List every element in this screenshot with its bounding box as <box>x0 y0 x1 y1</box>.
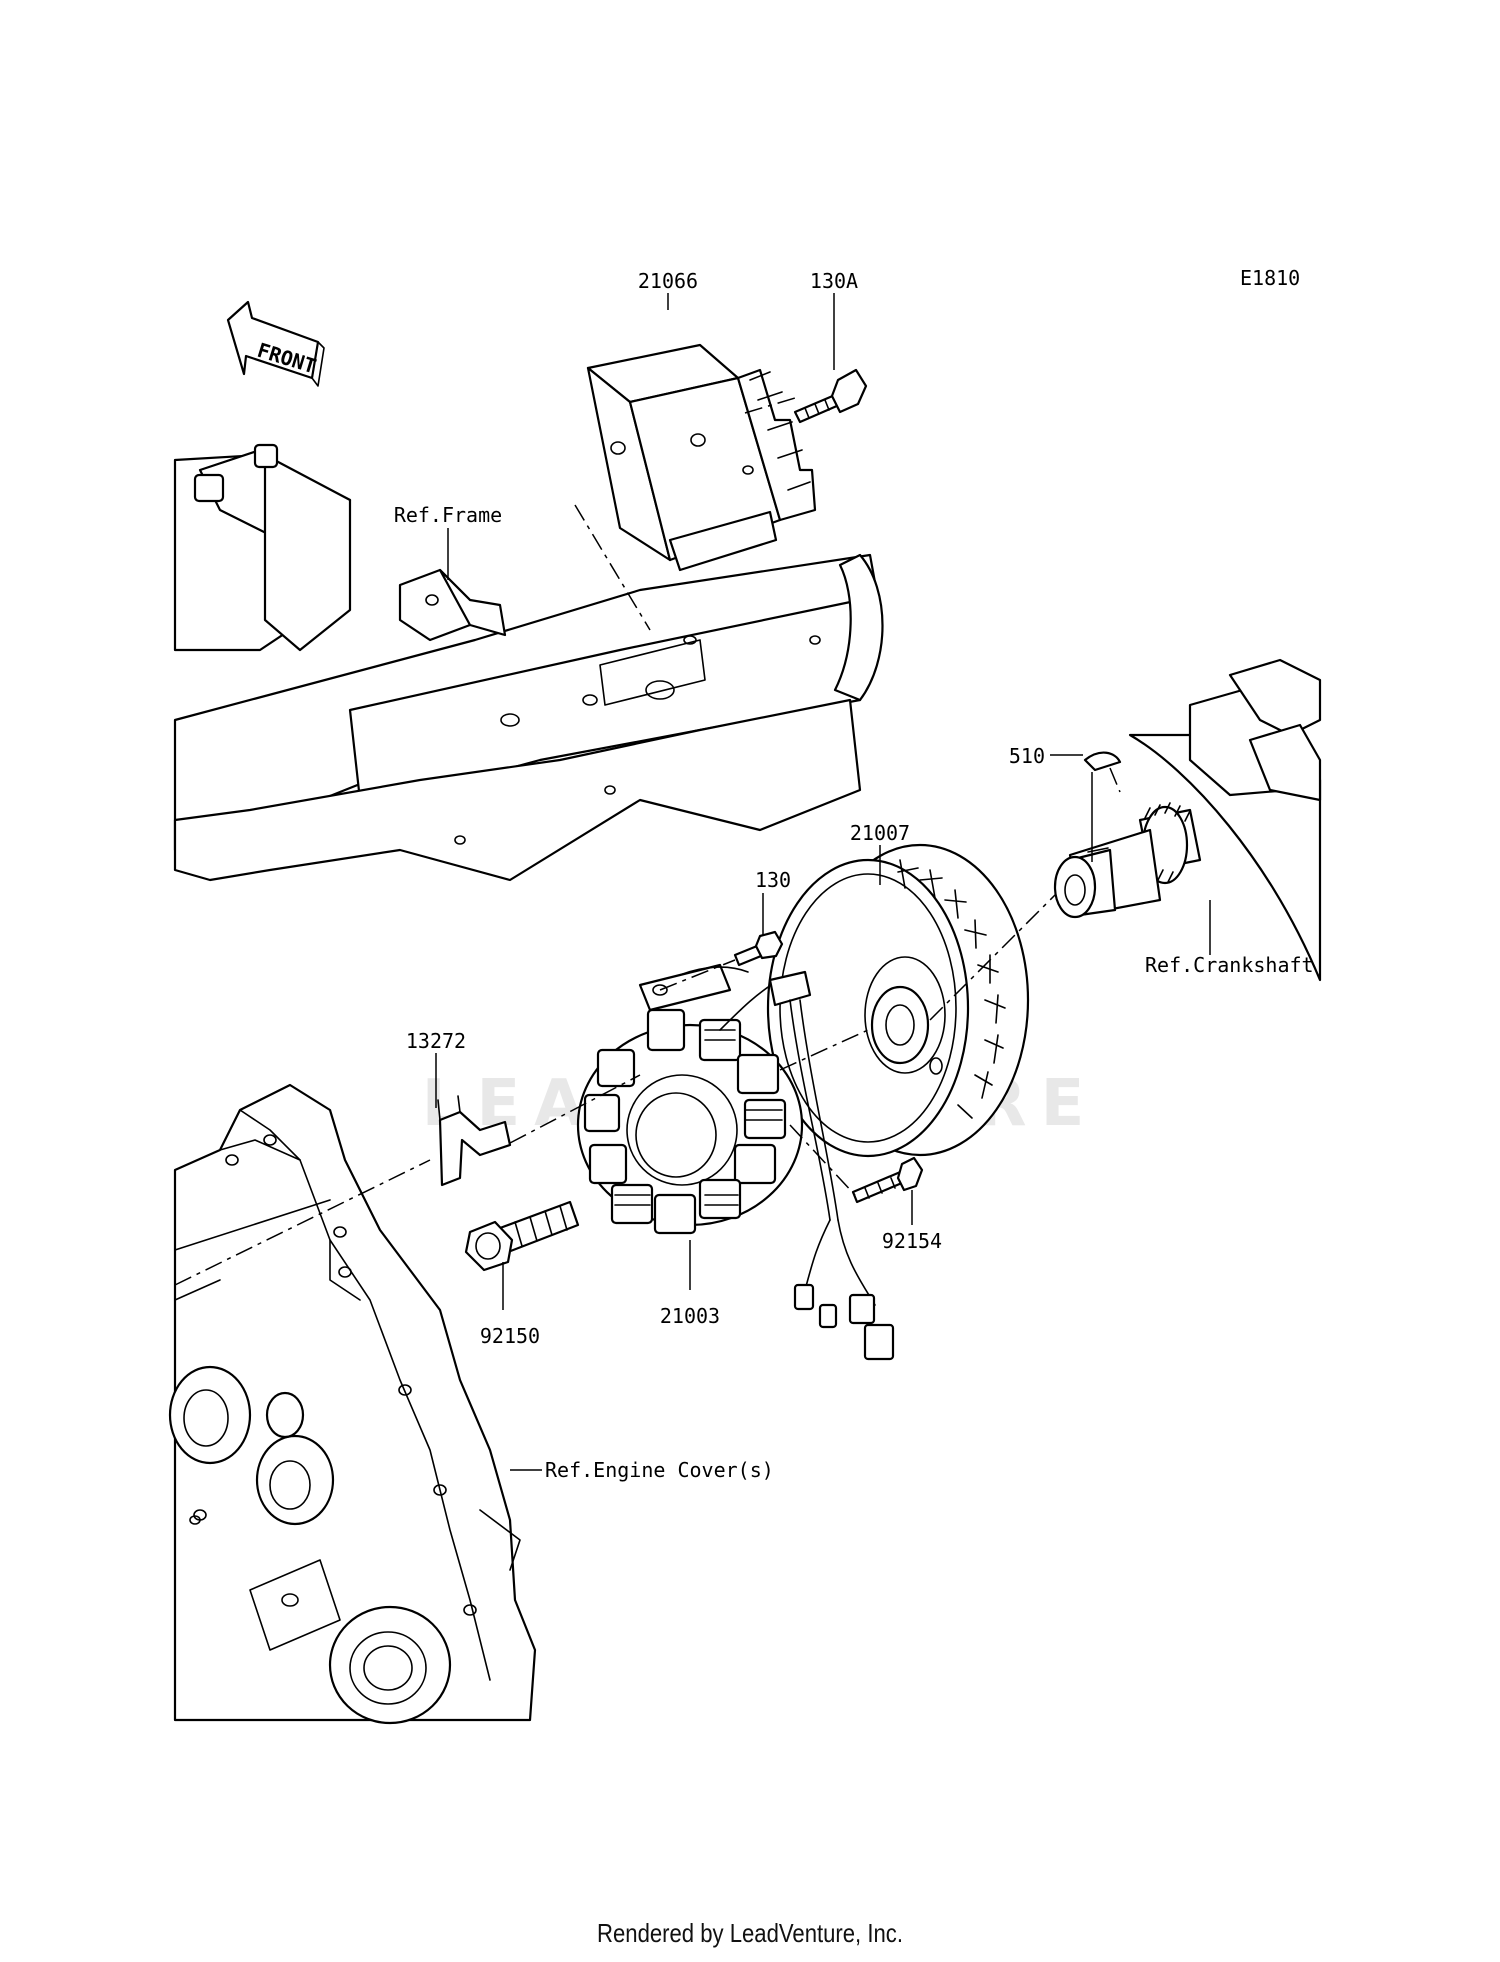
footer-credit: Rendered by LeadVenture, Inc. <box>597 1918 903 1948</box>
bolt-92150-drawing <box>464 1200 580 1272</box>
label-130: 130 <box>755 868 791 892</box>
assembly-line-rotor <box>779 894 1056 1071</box>
label-130a: 130A <box>810 269 858 293</box>
label-92150: 92150 <box>480 1324 540 1348</box>
assembly-line-key <box>1109 767 1121 793</box>
label-510: 510 <box>1009 744 1045 768</box>
woodruff-key-510-drawing <box>1083 751 1122 772</box>
bolt-130a-drawing <box>793 368 868 424</box>
engine-cover-drawing <box>168 1083 537 1725</box>
assembly-line-regulator <box>744 397 796 414</box>
crankshaft-drawing <box>1053 658 1322 982</box>
assembly-line-bolt-130 <box>659 959 736 991</box>
label-21007: 21007 <box>850 821 910 845</box>
bolt-130-drawing <box>733 930 784 967</box>
label-ref-crankshaft: Ref.Crankshaft <box>1145 953 1314 977</box>
frame-drawing <box>173 443 884 882</box>
label-21003: 21003 <box>660 1304 720 1328</box>
clamp-13272-drawing <box>437 1095 512 1187</box>
label-21066: 21066 <box>638 269 698 293</box>
leader-lines <box>435 293 1211 1471</box>
label-13272: 13272 <box>406 1029 466 1053</box>
label-ref-frame: Ref.Frame <box>394 503 502 527</box>
label-92154: 92154 <box>882 1229 942 1253</box>
assembly-line-bolt-92154 <box>789 1124 856 1196</box>
bolt-92154-drawing <box>851 1156 924 1204</box>
diagram-code: E1810 <box>1240 266 1300 290</box>
assembly-line-frame <box>574 504 651 631</box>
label-ref-engine-cover: Ref.Engine Cover(s) <box>545 1458 774 1482</box>
stator-drawing <box>576 963 895 1361</box>
rotor-flywheel-drawing <box>766 843 1030 1158</box>
regulator-rectifier-drawing <box>586 343 817 572</box>
assembly-line-stator <box>174 1074 641 1286</box>
front-arrow-icon: FRONT <box>226 300 325 387</box>
